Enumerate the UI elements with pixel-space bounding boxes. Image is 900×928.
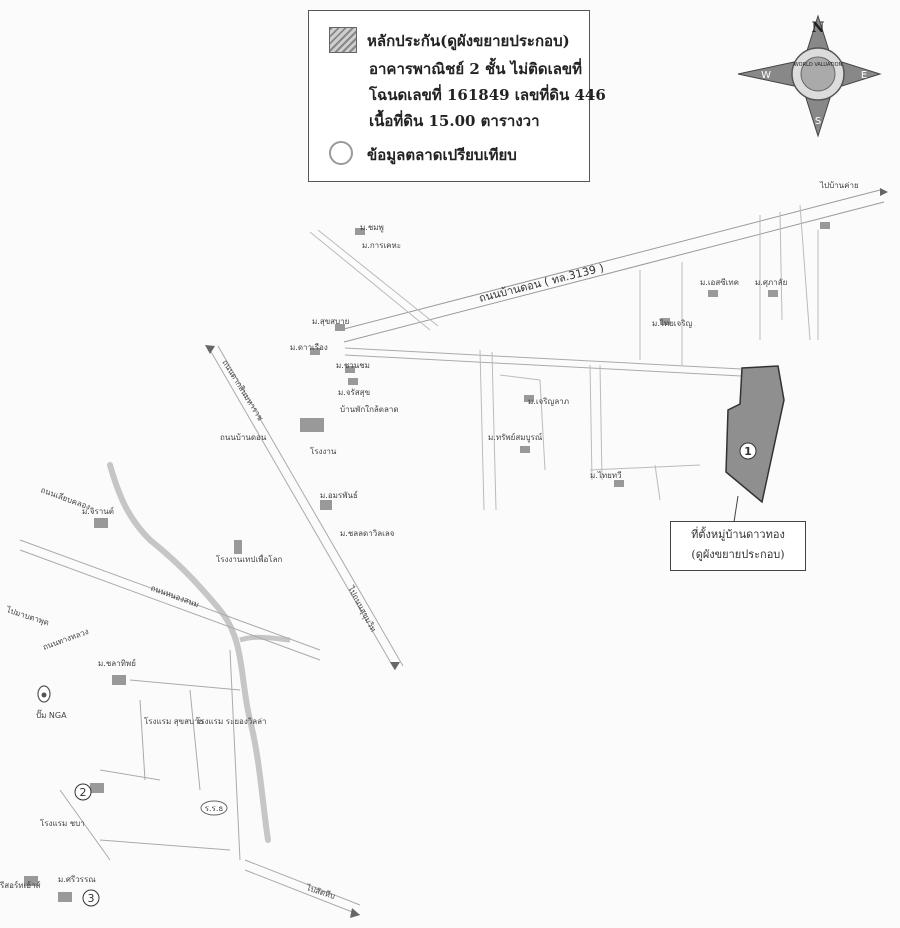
map-label: ม.ชลาทิพย์ [98, 658, 136, 668]
house-icon [310, 348, 320, 355]
shop-tag [200, 800, 228, 816]
legend-collateral-title: หลักประกัน(ดูผังขยายประกอบ) [367, 32, 570, 50]
map-label: ม.การเคหะ [362, 241, 401, 250]
map-label: โรงแรม ระยองวิลล่า [196, 716, 267, 726]
house-icon [24, 876, 38, 886]
canal [107, 462, 271, 843]
map-label: ไปสัตหีบ [304, 883, 336, 901]
house-icon [355, 228, 365, 235]
house-icon [614, 480, 624, 487]
map-label: โรงงานเทปเพื่อโลก [216, 553, 282, 564]
legend-line4: เนื้อที่ดิน 15.00 ตารางวา [369, 112, 540, 130]
house-icon [708, 290, 718, 297]
map-label: ถนนหนองสนม [149, 583, 200, 609]
road-network-left [19, 539, 361, 916]
tower-icon [234, 540, 242, 554]
main-road [339, 189, 885, 343]
compass-e-label: E [861, 70, 867, 81]
house-icon [112, 675, 126, 685]
map-label: ม.จรัสสุข [338, 388, 370, 397]
map-label: ม.ชวนชม [336, 361, 370, 370]
subject-marker-label: 1 [744, 445, 752, 458]
map-label: โรงแรม สุขสบาย [144, 716, 203, 726]
map-label: ม.เจริญลาภ [528, 397, 569, 406]
map-label: ถนนทางหลวง [42, 627, 90, 652]
house-icon [348, 378, 358, 385]
canal-branch [239, 634, 291, 643]
house-icon [345, 366, 355, 373]
house-icon [768, 290, 778, 297]
map-label: ถนนเลียบคลอง [39, 485, 91, 511]
soi-network-right [479, 204, 819, 511]
map-label: ม.ไทยทวี [590, 471, 622, 480]
house-icon [660, 318, 670, 325]
comp-marker-2[interactable] [74, 783, 92, 801]
gas-station-icon [37, 685, 51, 703]
map-label: ถนนบ้านดอน [220, 433, 267, 442]
market-comparable-circle-icon [329, 141, 353, 165]
comp-marker-3-label: 3 [88, 892, 95, 905]
compass-n-label: N [812, 20, 825, 36]
house-icon [524, 395, 534, 402]
map-legend: หลักประกัน(ดูผังขยายประกอบ) อาคารพาณิชย์… [308, 10, 606, 182]
map-label: ม.สุขสบาย [312, 317, 349, 326]
legend-market-label: ข้อมูลตลาดเปรียบเทียบ [367, 146, 517, 164]
school-icon [320, 500, 332, 510]
legend-line2: อาคารพาณิชย์ 2 ชั้น ไม่ติดเลขที่ [369, 60, 583, 78]
map-label: ถนนตากสินมหาราช [220, 358, 265, 423]
house-icon [58, 892, 72, 902]
compass-s-label: S [815, 116, 821, 127]
compass-rose: N S E W WORLD VALUATION [737, 14, 882, 138]
map-label: ม.ศรีวรรณ [58, 875, 96, 884]
subject-plot[interactable] [725, 365, 785, 504]
map-label: ม.ดาวเรือง [290, 343, 328, 352]
map-label: ม.ชลลดาวิลเลจ [340, 529, 395, 538]
road-horizontal [344, 347, 761, 378]
map-label: ไปบ้านค่าย [819, 181, 859, 190]
map-label: โรงงาน [310, 446, 337, 456]
map-label: บ้านพักใกล้ตลาด [340, 405, 399, 414]
map-label: ม.ทรัพย์สมบูรณ์ [488, 432, 543, 443]
map-label: ม.อมรพันธ์ [320, 490, 358, 500]
direction-arrows [205, 188, 888, 918]
house-icon [520, 446, 530, 453]
map-label: โรงแรม ชบา [40, 818, 85, 828]
map-label: ม.ศุภาลัย [755, 278, 787, 287]
map-label: รีสอร์ทเฮ้าส์ [0, 880, 41, 890]
road-southeast [209, 345, 404, 671]
house-icon [90, 783, 104, 793]
shop-tag-label: ร.ร.ธ [205, 804, 224, 813]
compass-w-label: W [761, 70, 771, 81]
map-label: ม.เอสซีเทค [700, 278, 739, 287]
comp-marker-3[interactable] [82, 889, 100, 907]
legend-line3: โฉนดเลขที่ 161849 เลขที่ดิน 446 [369, 86, 606, 104]
map-label: ม.ชมพู [360, 223, 384, 233]
map-label: ม.จิรานต์ [82, 506, 114, 516]
house-icon [335, 324, 345, 331]
map-label: ปั๊ม NGA [36, 709, 67, 720]
house-icon [820, 222, 830, 229]
map-label: ม.ไทยเจริญ [652, 319, 693, 328]
subject-callout: ที่ตั้งหมู่บ้านดาวทอง (ดูผังขยายประกอบ) [670, 521, 806, 571]
collateral-swatch-icon [329, 27, 357, 53]
house-icon [94, 518, 108, 528]
road-top-left [309, 229, 439, 331]
map-label: ไปมาบตาพุด [4, 605, 50, 627]
compass-brand: WORLD VALUATION [794, 62, 843, 68]
subject-marker[interactable] [739, 442, 757, 460]
map-label: ไปถนนสุขุมวิท [346, 584, 378, 634]
factory-icon [300, 418, 324, 432]
landmark-icons [24, 222, 830, 902]
main-road-label: ถนนบ้านดอน ( ทล.3139 ) [478, 261, 606, 305]
callout-line2: (ดูผังขยายประกอบ) [691, 548, 785, 561]
callout-line1: ที่ตั้งหมู่บ้านดาวทอง [691, 528, 785, 541]
comp-marker-2-label: 2 [80, 786, 87, 799]
